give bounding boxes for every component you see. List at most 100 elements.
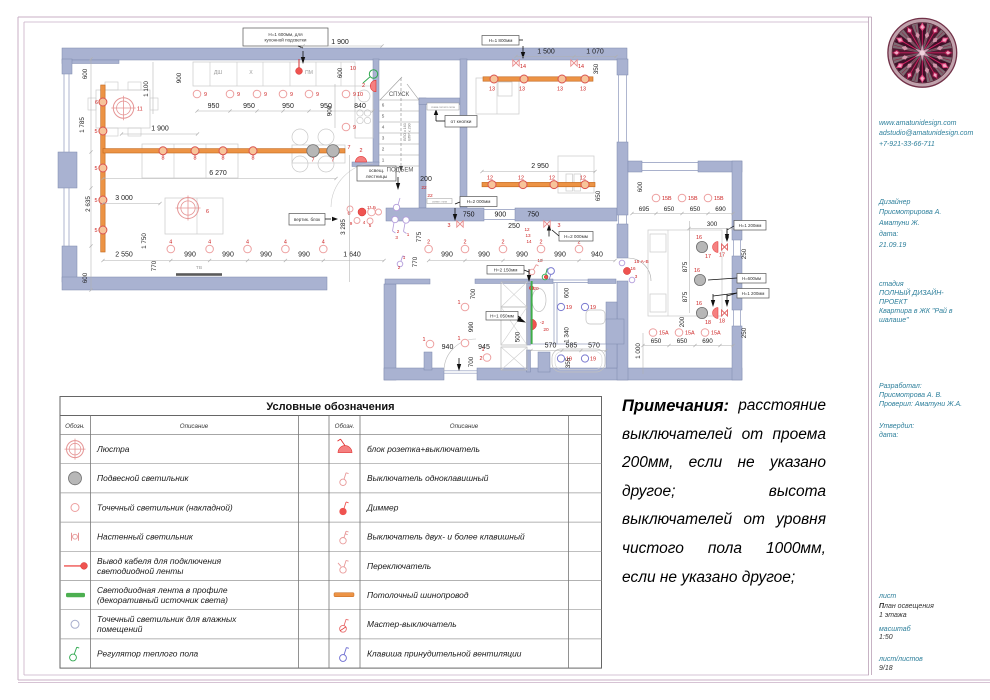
svg-text:900: 900 — [494, 212, 506, 219]
svg-text:250: 250 — [741, 327, 748, 338]
svg-text:лестницы: лестницы — [366, 175, 388, 180]
svg-text:2: 2 — [382, 147, 385, 152]
svg-text:18: 18 — [719, 319, 725, 325]
svg-text:690: 690 — [702, 338, 713, 345]
svg-text:Выключатель одноклавишный: Выключатель одноклавишный — [367, 473, 489, 483]
svg-text:схема теплого пола: схема теплого пола — [431, 106, 455, 109]
svg-text:250: 250 — [508, 223, 520, 230]
svg-text:12: 12 — [549, 176, 555, 182]
svg-text:945: 945 — [478, 344, 490, 351]
svg-text:1: 1 — [458, 300, 461, 306]
svg-text:990: 990 — [260, 252, 272, 259]
svg-text:775: 775 — [416, 231, 423, 242]
svg-text:8: 8 — [252, 156, 255, 162]
svg-text:блок розетка+выключатель: блок розетка+выключатель — [367, 444, 480, 454]
svg-text:840: 840 — [354, 103, 366, 110]
svg-text:Переключатель: Переключатель — [367, 561, 431, 571]
svg-text:585: 585 — [566, 343, 578, 350]
svg-text:15 А-В: 15 А-В — [634, 259, 649, 265]
svg-text:2: 2 — [540, 240, 543, 246]
svg-text:600: 600 — [564, 287, 571, 298]
svg-text:1: 1 — [407, 232, 410, 237]
svg-text:9: 9 — [353, 92, 356, 98]
svg-text:2: 2 — [578, 240, 581, 246]
svg-text:20: 20 — [543, 327, 549, 333]
svg-text:350: 350 — [593, 63, 600, 74]
svg-text:14: 14 — [520, 64, 526, 70]
svg-text:8: 8 — [194, 156, 197, 162]
svg-text:19: 19 — [566, 305, 572, 311]
svg-text:2 635: 2 635 — [85, 196, 92, 212]
svg-text:200: 200 — [679, 316, 686, 327]
svg-text:570: 570 — [588, 343, 600, 350]
svg-text:22: 22 — [427, 193, 433, 199]
svg-text:990: 990 — [554, 252, 566, 259]
svg-text:875: 875 — [682, 261, 689, 272]
svg-text:Н=2 000мм: Н=2 000мм — [467, 199, 491, 204]
svg-text:2: 2 — [398, 265, 401, 270]
svg-text:ПОДЪЕМ: ПОДЪЕМ — [387, 168, 414, 174]
svg-text:10: 10 — [357, 92, 363, 98]
svg-text:10: 10 — [350, 66, 356, 72]
svg-text:Х: Х — [249, 70, 253, 76]
svg-text:Н=2 000мм: Н=2 000мм — [564, 234, 588, 239]
svg-text:300: 300 — [707, 221, 718, 228]
svg-text:690: 690 — [715, 206, 726, 213]
svg-text:кухонной подсветки: кухонной подсветки — [264, 37, 306, 43]
svg-text:13: 13 — [519, 87, 525, 93]
svg-text:16: 16 — [694, 268, 700, 274]
svg-text:9: 9 — [264, 92, 267, 98]
svg-text:Н=1 600мм, для: Н=1 600мм, для — [268, 32, 303, 37]
svg-text:Вывод кабеля для подключения: Вывод кабеля для подключения — [97, 556, 222, 566]
svg-text:9: 9 — [316, 92, 319, 98]
svg-text:Условные обозначения: Условные обозначения — [266, 401, 394, 413]
svg-text:15А: 15А — [711, 331, 721, 337]
svg-text:11: 11 — [137, 107, 143, 113]
svg-text:Н=1 800мм: Н=1 800мм — [489, 38, 513, 43]
svg-text:750: 750 — [527, 212, 539, 219]
svg-text:17: 17 — [705, 254, 711, 260]
svg-text:Н=1 200мм: Н=1 200мм — [739, 223, 762, 228]
svg-text:1: 1 — [482, 347, 485, 353]
svg-text:5: 5 — [382, 114, 385, 119]
svg-text:4: 4 — [246, 240, 249, 246]
svg-text:650: 650 — [595, 190, 602, 201]
svg-text:1 900: 1 900 — [151, 126, 169, 133]
svg-text:16: 16 — [696, 235, 702, 241]
svg-text:Светодиодная лента в профиле: Светодиодная лента в профиле — [97, 585, 228, 595]
svg-text:15В: 15В — [688, 196, 698, 202]
svg-text:Клавиша принудительной вентиля: Клавиша принудительной вентиляции — [367, 648, 522, 658]
svg-text:700: 700 — [470, 288, 477, 299]
svg-text:9: 9 — [290, 92, 293, 98]
svg-text:Н=1 050мм: Н=1 050мм — [490, 313, 514, 318]
svg-text:570: 570 — [545, 343, 557, 350]
svg-text:770: 770 — [151, 260, 158, 271]
svg-text:8: 8 — [222, 156, 225, 162]
svg-text:2: 2 — [362, 83, 365, 89]
svg-text:250: 250 — [741, 248, 748, 259]
svg-text:помещений: помещений — [97, 624, 143, 634]
svg-text:700: 700 — [468, 356, 475, 367]
svg-text:3 000: 3 000 — [115, 195, 133, 202]
svg-text:5: 5 — [95, 166, 98, 172]
svg-text:Регулятор теплого пола: Регулятор теплого пола — [97, 648, 199, 658]
svg-text:9: 9 — [237, 92, 240, 98]
svg-text:14: 14 — [578, 64, 584, 70]
svg-text:14: 14 — [526, 239, 532, 244]
svg-text:770: 770 — [412, 256, 419, 267]
svg-text:940: 940 — [442, 344, 454, 351]
svg-text:1 640: 1 640 — [343, 252, 361, 259]
svg-text:3: 3 — [558, 223, 561, 229]
svg-text:8: 8 — [162, 156, 165, 162]
svg-text:950: 950 — [243, 103, 255, 110]
svg-text:светодиодной ленты: светодиодной ленты — [97, 566, 183, 576]
svg-text:1: 1 — [423, 337, 426, 343]
svg-text:4: 4 — [382, 125, 385, 130]
svg-text:990: 990 — [222, 252, 234, 259]
svg-text:4: 4 — [284, 240, 287, 246]
svg-text:7: 7 — [348, 145, 351, 151]
svg-text:2: 2 — [480, 356, 483, 362]
svg-text:650: 650 — [664, 206, 675, 213]
svg-text:7: 7 — [312, 158, 315, 164]
svg-text:11,Б: 11,Б — [367, 205, 376, 210]
